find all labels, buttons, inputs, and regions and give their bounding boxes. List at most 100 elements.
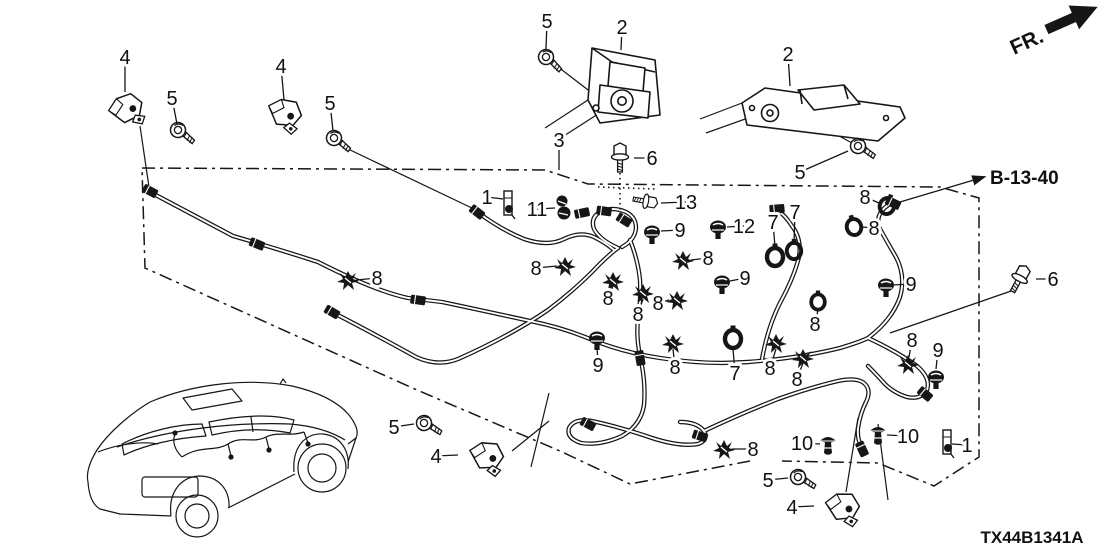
- callout-number: 3: [553, 130, 564, 152]
- callout-5[interactable]: 5: [759, 467, 789, 495]
- callout-leader-line: [772, 221, 776, 248]
- callout-leader-line: [732, 348, 736, 374]
- callout-number: 7: [789, 202, 800, 224]
- callout-leader-line: [886, 434, 909, 437]
- callout-2[interactable]: 2: [779, 41, 797, 87]
- callout-8[interactable]: 8: [690, 245, 717, 273]
- callout-number: 11: [527, 199, 548, 221]
- callout-leader-line: [791, 505, 815, 508]
- callout-leader-line: [814, 309, 819, 325]
- callout-7[interactable]: 7: [786, 199, 804, 244]
- callout-leader-line: [793, 211, 796, 244]
- callout-number: 8: [632, 304, 643, 326]
- screw: [414, 413, 445, 436]
- callout-leader-line: [660, 229, 681, 232]
- callout-9[interactable]: 9: [892, 271, 920, 299]
- callout-5[interactable]: 5: [321, 90, 339, 132]
- callout-6[interactable]: 6: [634, 145, 661, 173]
- callout-8[interactable]: 8: [806, 309, 824, 339]
- callout-number: 9: [592, 355, 603, 377]
- callout-5[interactable]: 5: [385, 414, 415, 442]
- callout-leader-line: [637, 298, 644, 315]
- callout-4[interactable]: 4: [427, 443, 459, 471]
- callout-leader-line: [435, 454, 459, 457]
- callout-number: 5: [794, 162, 805, 184]
- front-arrow-icon: [1044, 5, 1098, 35]
- callout-8[interactable]: 8: [732, 436, 762, 464]
- callout-leader-line: [171, 97, 178, 125]
- callout-8[interactable]: 8: [629, 298, 647, 329]
- callout-number: 5: [166, 88, 177, 110]
- callout-number: 4: [119, 47, 130, 69]
- impact-sensor: [822, 490, 862, 528]
- callout-leader-line: [545, 20, 548, 50]
- callout-leader-line: [864, 196, 880, 204]
- bolt: [610, 142, 630, 173]
- callout-2[interactable]: 2: [613, 14, 631, 51]
- callout-5[interactable]: 5: [538, 8, 556, 50]
- callout-leader-line: [767, 477, 789, 481]
- callout-12[interactable]: 12: [726, 213, 758, 241]
- callout-leader-line: [672, 348, 676, 368]
- callout-11[interactable]: 11: [524, 196, 556, 224]
- srs-bracket-left: [587, 47, 661, 124]
- callout-9[interactable]: 9: [589, 345, 607, 380]
- callout-number: 8: [602, 288, 613, 310]
- callout-10[interactable]: 10: [788, 430, 821, 458]
- bolt: [631, 191, 660, 212]
- callout-number: 8: [530, 258, 541, 280]
- callout-number: 8: [868, 218, 879, 240]
- callout-leader-line: [892, 283, 912, 286]
- callout-4[interactable]: 4: [116, 44, 134, 92]
- callout-8[interactable]: 8: [355, 265, 386, 293]
- callout-4[interactable]: 4: [272, 53, 290, 101]
- callout-5[interactable]: 5: [791, 150, 849, 187]
- callout-9[interactable]: 9: [729, 265, 754, 293]
- callout-number: 9: [932, 340, 943, 362]
- callout-number: 4: [786, 497, 797, 519]
- vehicle-outline: [86, 378, 358, 538]
- callout-8[interactable]: 8: [903, 327, 921, 358]
- callout-8[interactable]: 8: [861, 215, 883, 243]
- front-direction: FR.: [1004, 5, 1098, 62]
- callout-leader-line: [799, 150, 849, 173]
- callout-number: 9: [905, 274, 916, 296]
- screw: [788, 467, 819, 490]
- callout-3[interactable]: 3: [550, 127, 568, 170]
- callout-5[interactable]: 5: [163, 85, 181, 125]
- callout-13[interactable]: 13: [660, 189, 700, 217]
- callout-number: 4: [275, 56, 286, 78]
- impact-sensor: [105, 91, 147, 131]
- callout-8[interactable]: 8: [599, 285, 616, 313]
- callout-number: 5: [324, 93, 335, 115]
- callout-leader-line: [726, 225, 745, 228]
- callout-10[interactable]: 10: [886, 423, 922, 451]
- callout-6[interactable]: 6: [1036, 266, 1062, 294]
- callout-leader-line: [690, 257, 709, 261]
- callout-7[interactable]: 7: [726, 348, 744, 388]
- diagram-code: TX44B1341A: [980, 528, 1083, 547]
- callout-8[interactable]: 8: [788, 362, 806, 394]
- callout-leader-line: [355, 277, 378, 281]
- construction-lines: [139, 62, 1015, 501]
- callout-8[interactable]: 8: [666, 348, 684, 382]
- callout-8[interactable]: 8: [761, 348, 779, 383]
- screw: [323, 127, 356, 153]
- callout-leader-line: [729, 277, 746, 282]
- callout-8[interactable]: 8: [527, 255, 558, 283]
- callout-7[interactable]: 7: [764, 209, 782, 248]
- callout-9[interactable]: 9: [929, 337, 947, 370]
- callout-number: 5: [541, 11, 552, 33]
- callout-leader-line: [393, 423, 415, 428]
- callout-leader-line: [801, 442, 821, 445]
- callout-4[interactable]: 4: [783, 494, 815, 522]
- callout-1[interactable]: 1: [951, 432, 976, 460]
- impact-sensor: [261, 93, 306, 137]
- callout-8[interactable]: 8: [649, 290, 670, 318]
- callout-1[interactable]: 1: [478, 184, 504, 212]
- callout-number: 10: [897, 426, 919, 448]
- ref-label[interactable]: B-13-40: [988, 166, 1062, 192]
- callout-number: 5: [762, 470, 773, 492]
- callout-8[interactable]: 8: [856, 184, 880, 212]
- callout-9[interactable]: 9: [660, 217, 689, 245]
